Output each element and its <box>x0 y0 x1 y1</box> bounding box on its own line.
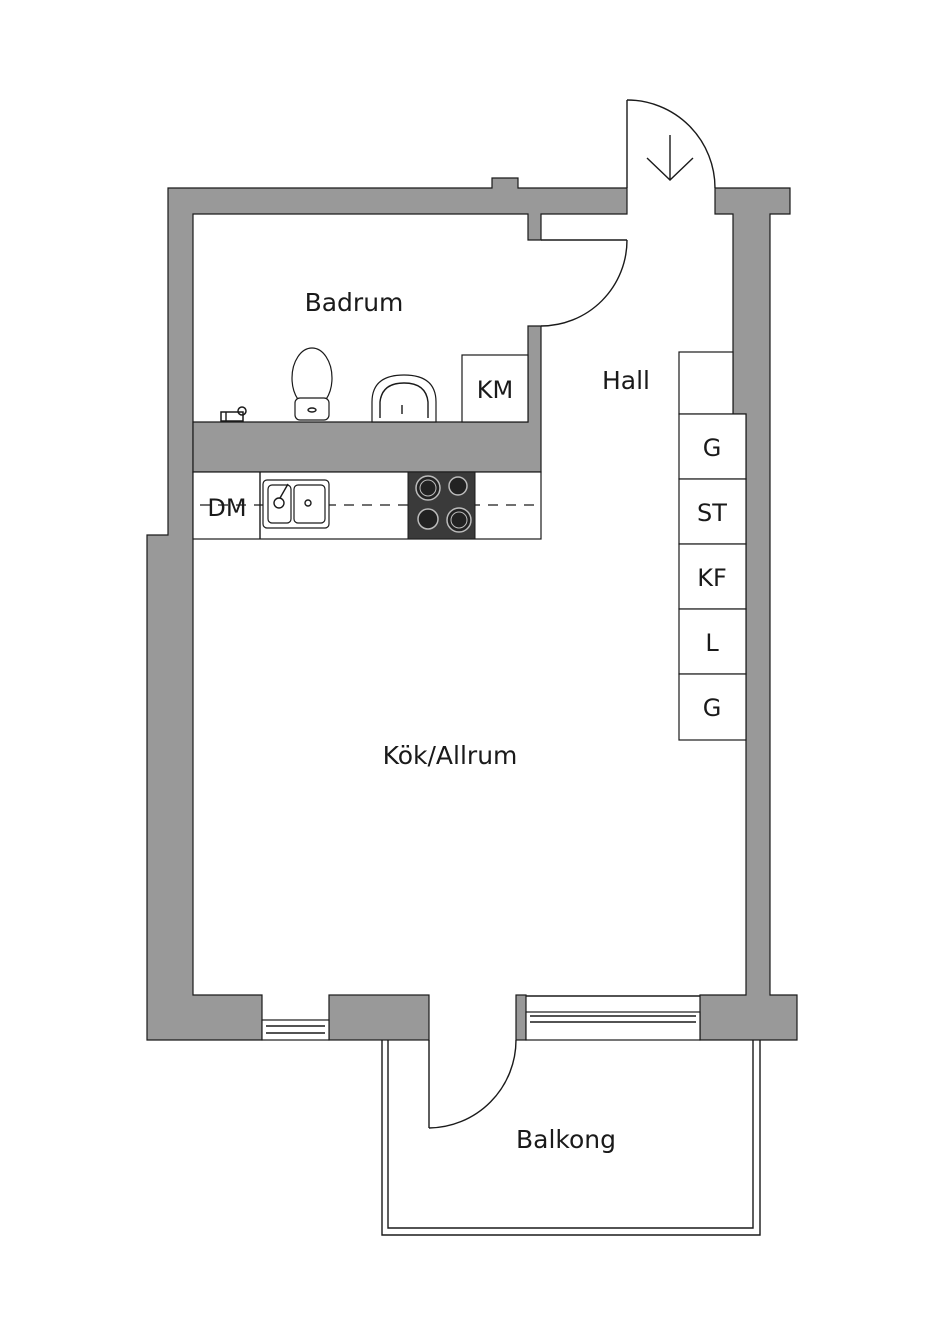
balcony-door <box>428 1039 517 1129</box>
closet-label: ST <box>697 499 727 527</box>
balcony-outline <box>381 1040 761 1236</box>
closet-label: G <box>703 434 722 462</box>
kitchen-counter <box>192 471 542 540</box>
washing-machine-label: KM <box>477 376 513 404</box>
stove-icon <box>407 471 476 540</box>
window-right <box>525 995 701 1041</box>
closet-box <box>678 543 747 610</box>
walls <box>146 177 798 1041</box>
dishwasher-label: DM <box>207 494 246 522</box>
closet-box <box>678 673 747 741</box>
room-label-balcony: Balkong <box>516 1125 616 1154</box>
windows <box>261 995 701 1041</box>
washing-machine-box <box>461 354 529 423</box>
bottom-wall-segment <box>515 994 527 1041</box>
outer-wall <box>146 177 628 1041</box>
closet-column <box>678 351 747 741</box>
bottom-wall-segment <box>328 994 430 1041</box>
window-left <box>261 1019 330 1041</box>
closet-box <box>678 608 747 675</box>
room-label-kitchen-living: Kök/Allrum <box>383 741 518 770</box>
closet-label: KF <box>697 564 727 592</box>
entrance-arrow-icon <box>646 135 694 181</box>
faucet-icon <box>220 406 247 422</box>
sink-icon <box>262 479 330 529</box>
washbasin-icon <box>371 374 437 423</box>
closet-label: L <box>705 629 719 657</box>
closet-label: G <box>703 694 722 722</box>
bathroom-door <box>540 239 628 327</box>
room-label-bathroom: Badrum <box>305 288 404 317</box>
toilet-icon <box>291 347 333 421</box>
closet-box <box>678 413 747 480</box>
entrance-door <box>626 99 716 189</box>
room-label-hall: Hall <box>602 366 650 395</box>
closet-box <box>678 478 747 545</box>
